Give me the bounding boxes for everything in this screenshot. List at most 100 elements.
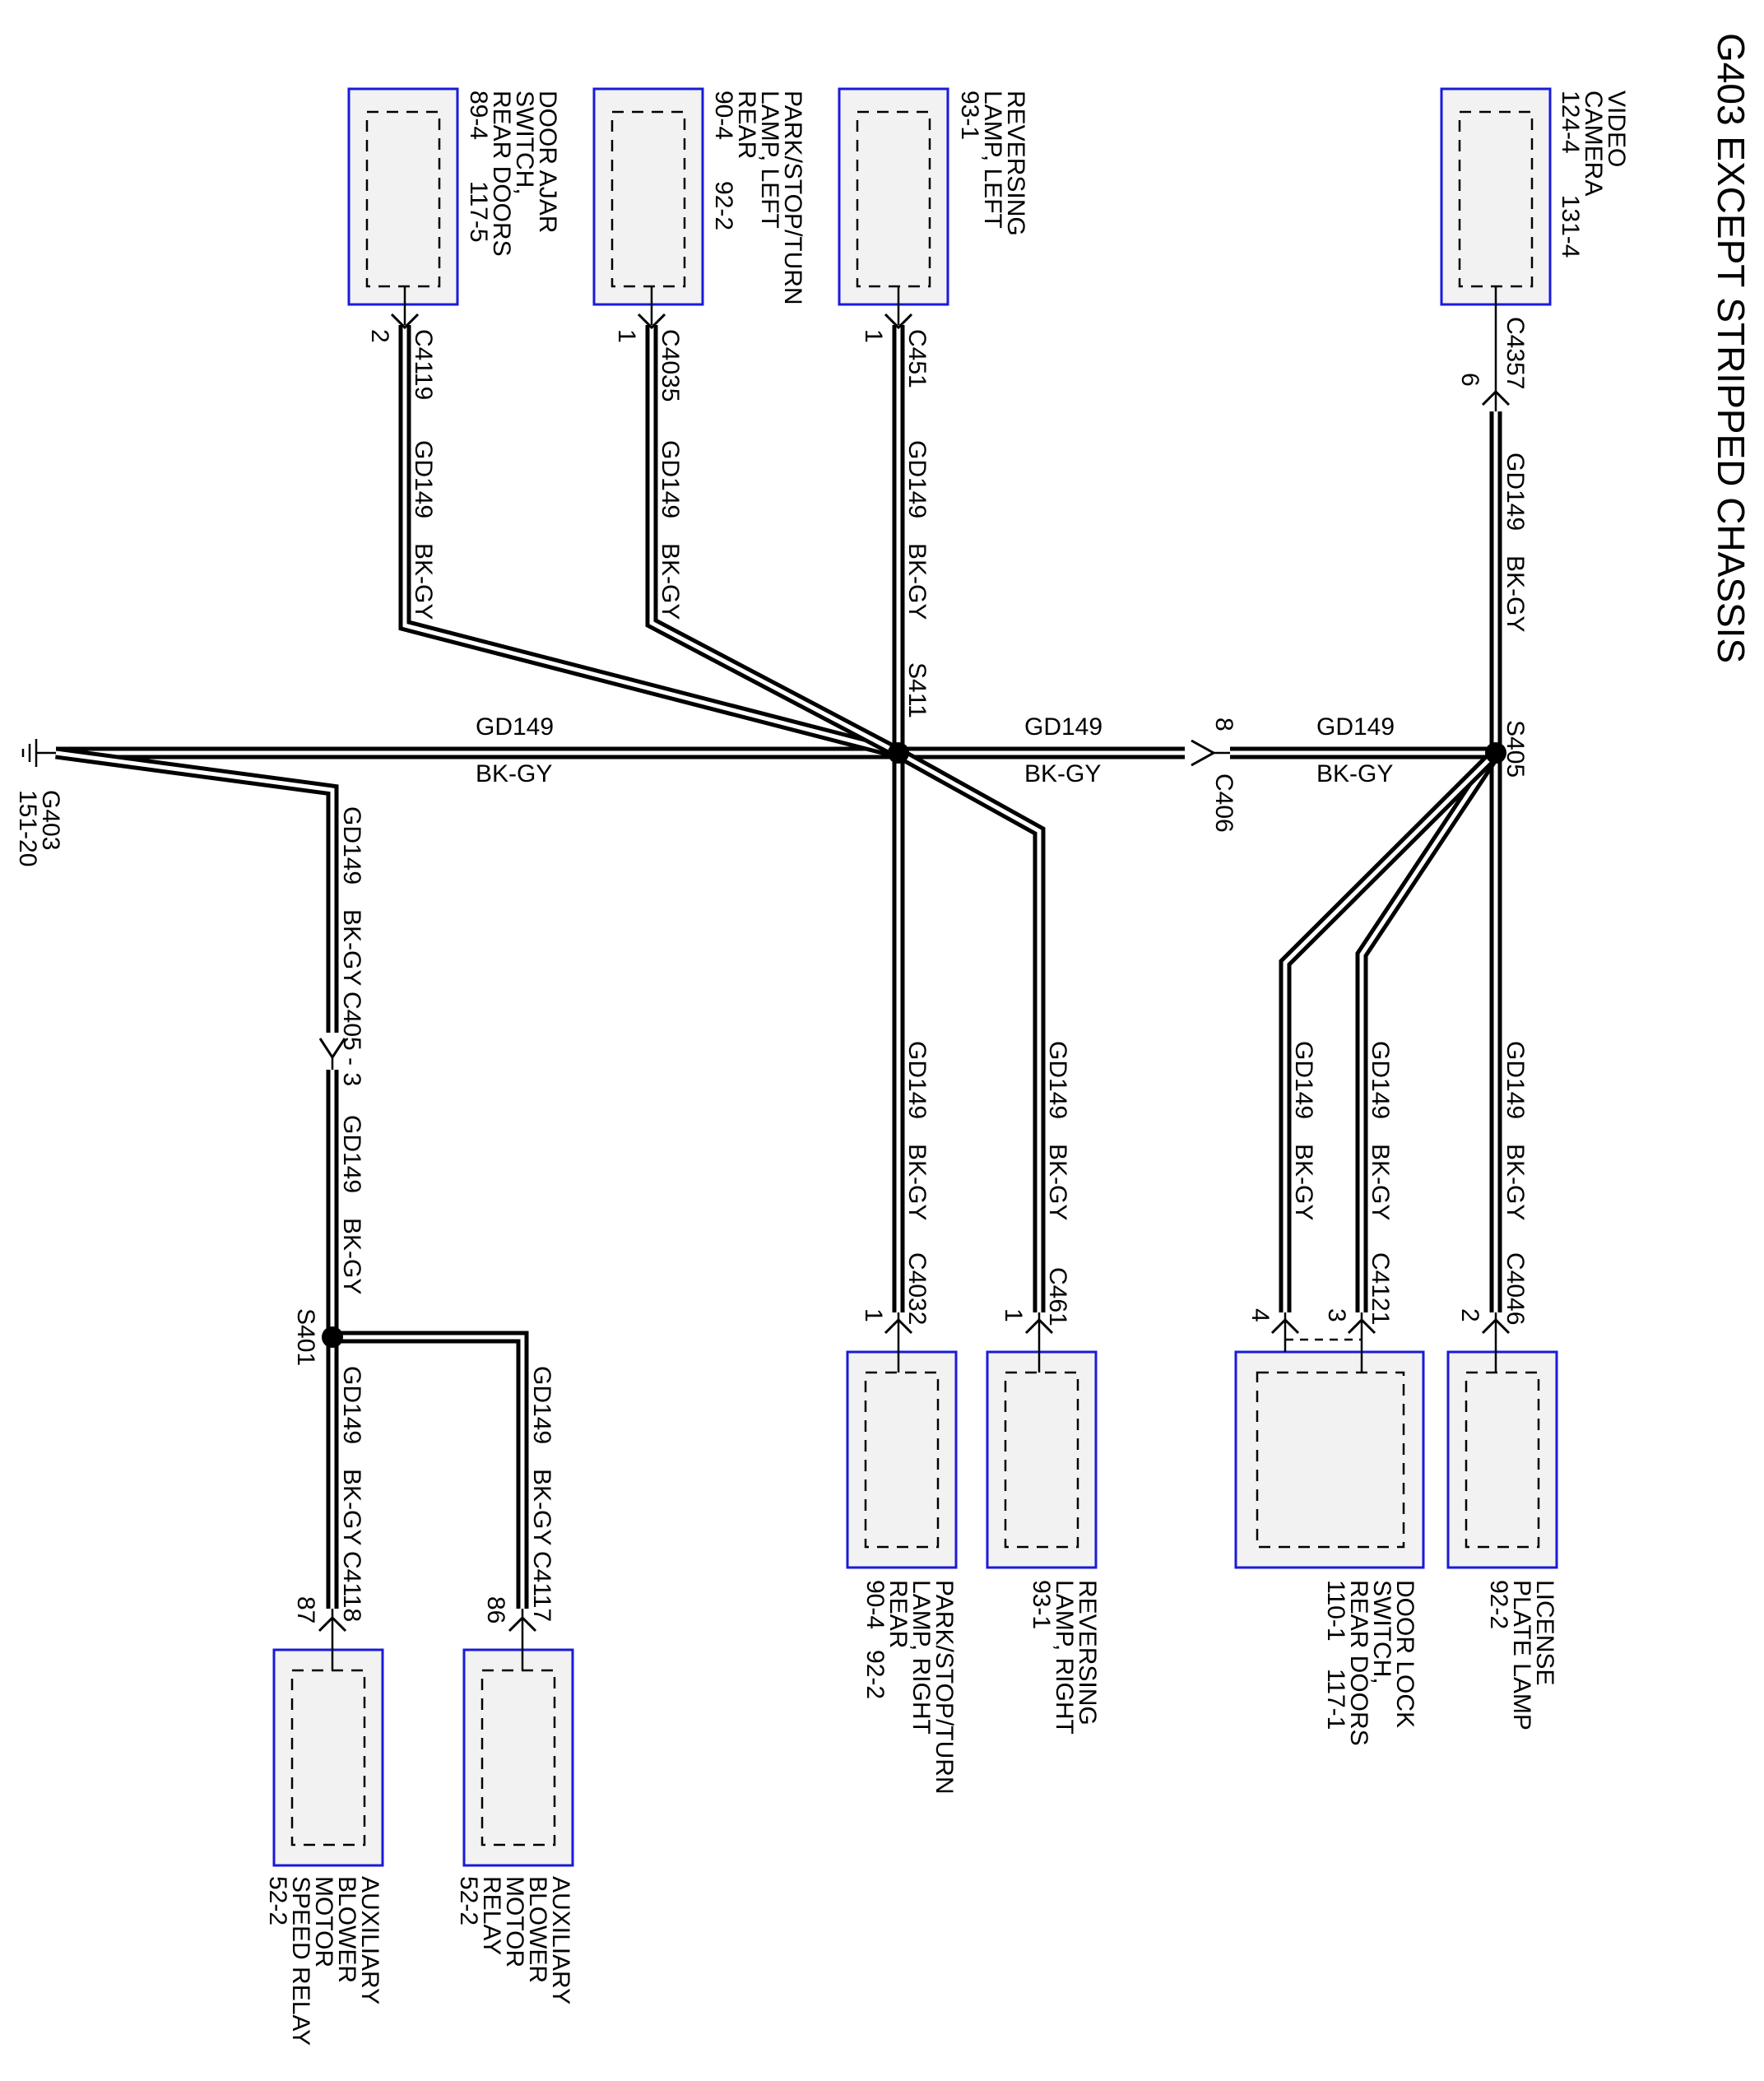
park-lamp-left-label: PARK/STOP/TURN LAMP, LEFT REAR 90-4 92-2 [710, 91, 806, 312]
wire-blower-relay-branch [332, 1331, 529, 1609]
wire-circuit-label: GD149 [528, 1366, 555, 1444]
wire-ground-to-c405 [55, 746, 339, 1033]
c405-label: C405 - 3 [338, 992, 365, 1086]
wire-color-label: BK-GY [338, 1469, 365, 1545]
c461-label: C461 [1044, 1267, 1071, 1326]
wire-circuit-label: GD149 [476, 713, 554, 741]
c4032-label: C4032 [903, 1252, 931, 1325]
wire-circuit-label: GD149 [657, 440, 684, 518]
c406-pin: 8 [1210, 718, 1237, 732]
c4121-pin4-connector-icon [1270, 1317, 1300, 1335]
wire-labels: GD149 BK-GY GD149 BK-GY GD149 BK-GY GD14… [338, 440, 1529, 1545]
c4121-pin3-connector-icon [1347, 1317, 1376, 1335]
c4046-pin: 2 [1456, 1308, 1483, 1322]
wire-color-label: BK-GY [528, 1469, 555, 1545]
wire-park-lamp-left-branch [645, 325, 902, 759]
wire-circuit-label: GD149 [1290, 1041, 1317, 1119]
diagram-title: G403 EXCEPT STRIPPED CHASSIS [1710, 33, 1752, 663]
wires [55, 325, 1502, 1609]
wire-circuit-label: GD149 [1502, 453, 1529, 531]
reversing-lamp-right-label: REVERSING LAMP, RIGHT 93-1 [1028, 1580, 1101, 1741]
c4121-pin3: 3 [1323, 1308, 1350, 1322]
c461-connector-icon [1024, 1317, 1054, 1335]
door-ajar-switch-label: DOOR AJAR SWITCH, REAR DOORS 89-4 117-5 [465, 91, 561, 263]
wire-color-label: BK-GY [657, 543, 684, 620]
c4117-connector-icon [508, 1615, 537, 1633]
c4119-connector-icon [390, 313, 420, 330]
wire-color-label: BK-GY [338, 1218, 365, 1294]
splice-s411-dot [888, 742, 909, 764]
wire-color-label: BK-GY [1024, 760, 1101, 787]
c4032-pin: 1 [860, 1308, 887, 1322]
ground-symbol-icon [21, 739, 56, 767]
wire-circuit-label: GD149 [338, 1115, 365, 1193]
park-lamp-left-box [592, 87, 704, 306]
ground-ref: 151-20 [14, 790, 41, 866]
wire-color-label: BK-GY [1367, 1144, 1394, 1220]
video-camera-label: VIDEO CAMERA 124-4 131-4 [1557, 91, 1630, 258]
wire-circuit-label: GD149 [1316, 713, 1395, 741]
c4357-pin: 6 [1456, 373, 1483, 387]
wire-color-label: BK-GY [1316, 760, 1393, 787]
ground-name: G403 [37, 790, 64, 850]
aux-blower-relay-box [462, 1648, 574, 1867]
aux-blower-speed-relay-box [272, 1648, 384, 1867]
c4357-connector-icon [1481, 389, 1511, 406]
c451-label: C451 [903, 329, 931, 388]
pin-stubs [318, 286, 1511, 1670]
wire-color-label: BK-GY [1044, 1144, 1071, 1220]
c451-connector-icon [884, 313, 913, 330]
video-camera-box [1440, 87, 1552, 306]
s401-label: S401 [292, 1308, 319, 1366]
c4121-pin4: 4 [1246, 1308, 1274, 1322]
c451-pin: 1 [860, 329, 887, 343]
c4119-pin: 2 [366, 329, 393, 343]
c406-label: C406 [1210, 773, 1237, 833]
door-lock-switch-label: DOOR LOCK SWITCH, REAR DOORS 110-1 117-1 [1322, 1580, 1418, 1753]
wire-color-label: BK-GY [1502, 1144, 1529, 1220]
c4117-pin: 86 [482, 1596, 509, 1623]
c406-connector-icon [1191, 739, 1230, 767]
wire-color-label: BK-GY [338, 909, 365, 986]
wire-circuit-label: GD149 [1024, 713, 1102, 741]
splice-s401-dot [322, 1326, 343, 1348]
c4035-pin: 1 [613, 329, 640, 343]
c461-pin: 1 [1000, 1308, 1027, 1322]
wire-door-ajar-branch [398, 325, 900, 759]
reversing-lamp-left-label: REVERSING LAMP, LEFT 93-1 [956, 91, 1029, 243]
park-lamp-right-label: PARK/STOP/TURN LAMP, RIGHT REAR 90-4 92-… [861, 1580, 958, 1801]
license-plate-lamp-label: LICENSE PLATE LAMP 92-2 [1485, 1580, 1558, 1737]
c4035-connector-icon [637, 313, 666, 330]
wire-color-label: BK-GY [903, 543, 931, 620]
wire-circuit-label: GD149 [903, 440, 931, 518]
wire-reversing-right-branch [895, 747, 1046, 1312]
wire-circuit-label: GD149 [1367, 1041, 1394, 1119]
component-labels: DOOR AJAR SWITCH, REAR DOORS 89-4 117-5 … [264, 91, 1630, 2052]
connector-labels: C4119 2 C4035 1 C451 1 C4357 6 C4032 1 C… [14, 317, 1529, 1623]
c4046-label: C4046 [1502, 1252, 1529, 1325]
c405-connector-icon [318, 1038, 346, 1070]
license-plate-lamp-box [1446, 1350, 1558, 1569]
wire-color-label: BK-GY [1502, 555, 1529, 632]
door-ajar-switch-box [347, 87, 459, 306]
reversing-lamp-right-box [986, 1350, 1098, 1569]
c4118-label: C4118 [338, 1551, 365, 1622]
wire-circuit-label: GD149 [338, 806, 365, 885]
c4035-label: C4035 [657, 329, 684, 402]
c4121-label: C4121 [1367, 1252, 1394, 1325]
wire-circuit-label: GD149 [338, 1366, 365, 1444]
wire-color-label: BK-GY [476, 760, 552, 787]
aux-blower-speed-relay-label: AUXILIARY BLOWER MOTOR SPEED RELAY 52-2 [264, 1876, 383, 2052]
c4357-label: C4357 [1502, 317, 1529, 389]
s411-label: S411 [903, 662, 931, 718]
s405-label: S405 [1502, 720, 1529, 778]
park-lamp-right-box [846, 1350, 958, 1569]
c4118-pin: 87 [292, 1596, 319, 1623]
door-lock-switch-box [1234, 1350, 1425, 1569]
wire-color-label: BK-GY [903, 1144, 931, 1220]
wire-circuit-label: GD149 [1044, 1041, 1071, 1119]
wire-door-lock-pin4-branch [1279, 748, 1501, 1312]
components [272, 87, 1558, 1867]
wire-circuit-label: GD149 [1502, 1041, 1529, 1119]
